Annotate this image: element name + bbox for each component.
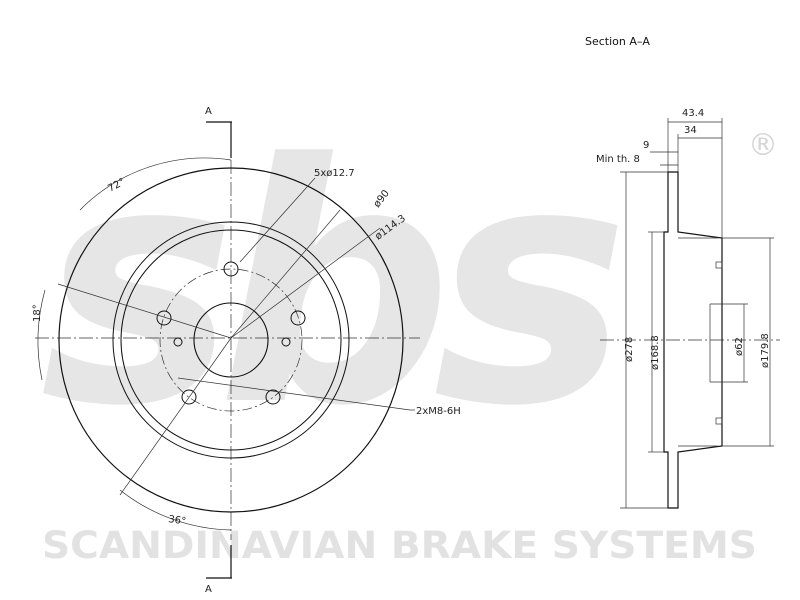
friction-inner-edge [112, 221, 350, 459]
outer-dia-label: ø278 [624, 337, 635, 362]
threaded-hole [281, 337, 291, 347]
bolt-holes-label: 5xø12.7 [314, 168, 355, 179]
bolt-hole [265, 389, 281, 405]
hat-height-label: 34 [684, 125, 697, 136]
min-thickness-label: Min th. 8 [596, 154, 640, 165]
hat-dia-label: ø179.8 [760, 333, 771, 368]
bolt-hole [223, 261, 239, 277]
sbs-logo-text: sbs [40, 94, 618, 478]
brand-line-text: SCANDINAVIAN BRAKE SYSTEMS [42, 524, 757, 567]
pcd-circle [159, 268, 303, 412]
sbs-watermark: sbs ® SCANDINAVIAN BRAKE SYSTEMS [40, 94, 778, 567]
bolt-hole [156, 310, 172, 326]
angle-36-label: 36° [168, 514, 187, 527]
registered-mark: ® [748, 128, 778, 163]
hat-edge [120, 229, 342, 451]
overall-height-label: 43.4 [682, 108, 704, 119]
section-view: 43.4 34 9 Min th. 8 ø278 ø168.8 ø62 ø179… [596, 108, 780, 509]
bolt-hole [290, 310, 306, 326]
disc-outer-edge [58, 167, 404, 513]
section-title: Section A–A [585, 35, 650, 48]
threaded-holes-label: 2xM8-6H [416, 406, 461, 417]
section-marker-bottom: A [205, 584, 212, 595]
center-bore-label: ø62 [734, 337, 745, 356]
friction-inner-dia-label: ø168.8 [650, 335, 661, 370]
center-bore [193, 302, 269, 378]
threaded-hole [173, 337, 183, 347]
bolt-hole [181, 389, 197, 405]
angle-18-label: 18° [32, 304, 43, 322]
section-marker-top: A [205, 106, 212, 117]
thickness-label: 9 [643, 140, 649, 151]
